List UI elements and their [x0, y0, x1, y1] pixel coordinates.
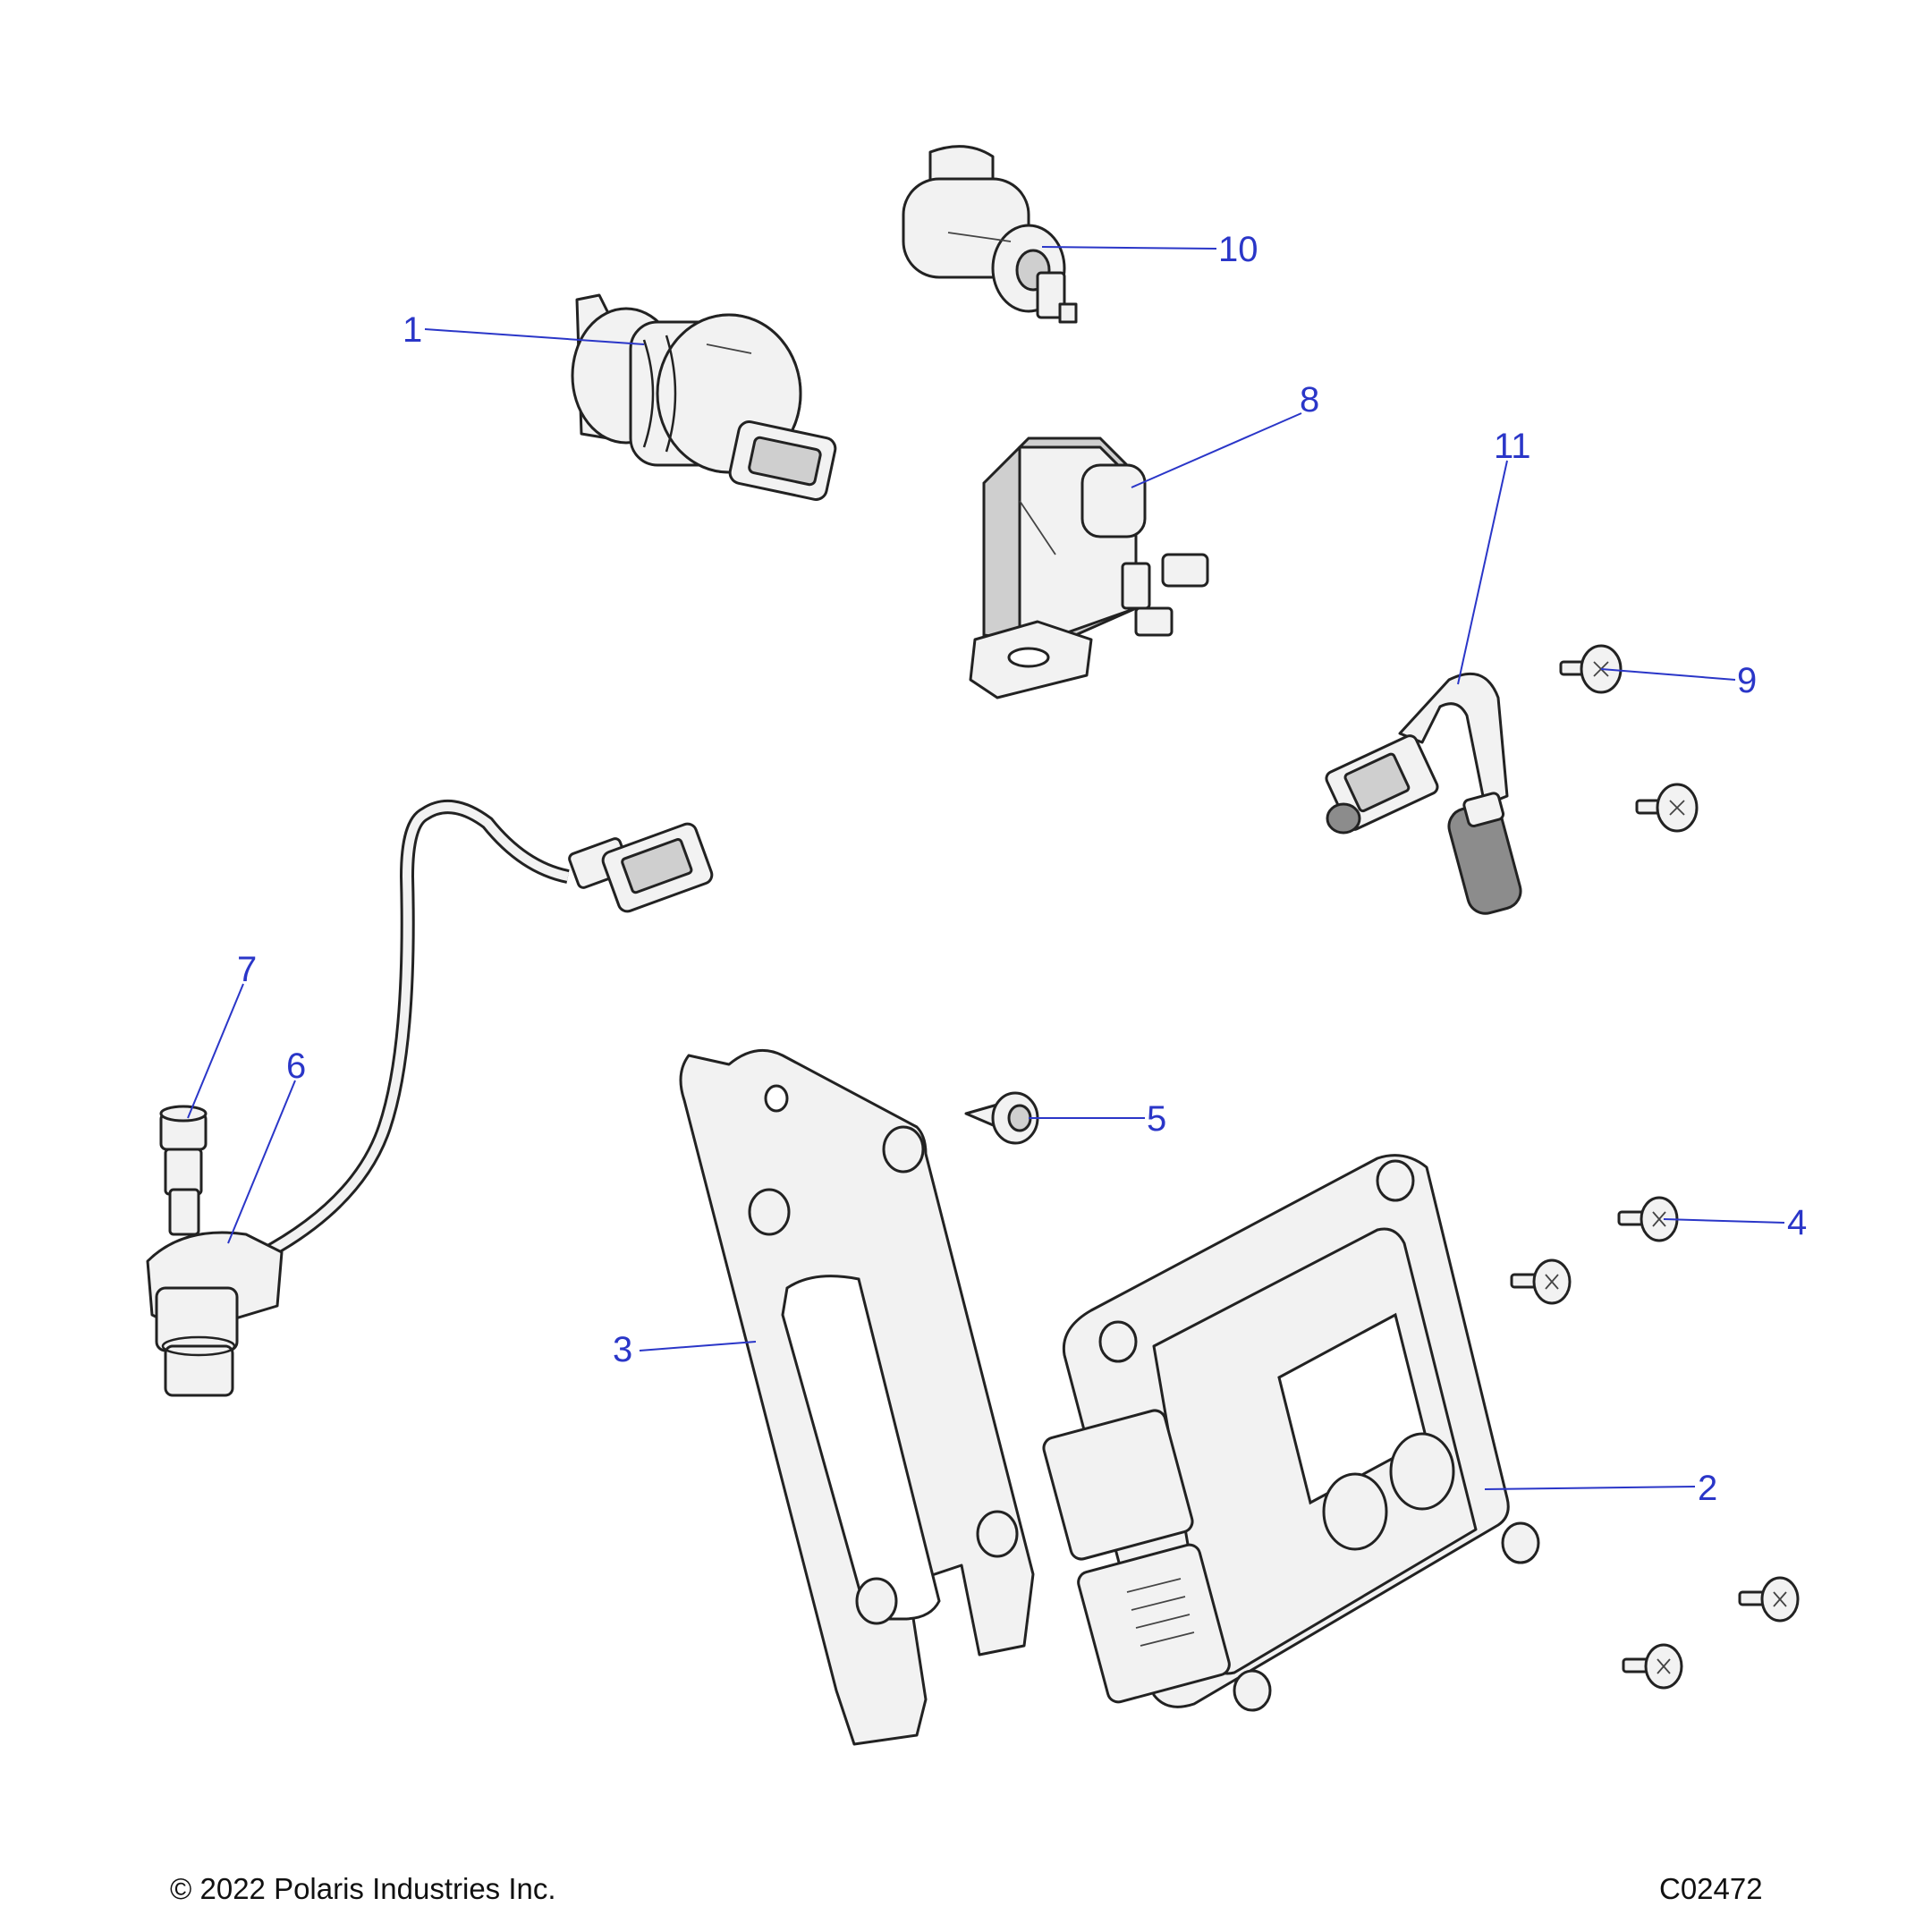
callout-9: 9 [1737, 661, 1757, 700]
part-7-bolt [159, 1105, 208, 1236]
callout-6: 6 [286, 1046, 306, 1086]
part-9-screws [1559, 644, 1699, 833]
callout-8: 8 [1300, 380, 1319, 419]
part-1-switch [571, 293, 837, 501]
leader-lines [187, 246, 1785, 1490]
copyright-text: © 2022 Polaris Industries Inc. [170, 1872, 556, 1905]
part-6-speed-sensor [146, 800, 714, 1397]
part-4-screws [1510, 1196, 1800, 1690]
callout-3: 3 [613, 1330, 632, 1369]
callout-4: 4 [1787, 1203, 1807, 1242]
callout-2: 2 [1698, 1469, 1717, 1508]
part-10-cylinder [902, 145, 1078, 324]
callout-5: 5 [1147, 1099, 1166, 1139]
part-8-relay [969, 436, 1209, 699]
part-2-ecu [1042, 1154, 1540, 1712]
callouts: 1 2 3 4 5 6 7 8 9 10 11 [237, 230, 1807, 1508]
callout-7: 7 [237, 950, 257, 989]
part-3-bracket [679, 1048, 1035, 1746]
callout-10: 10 [1218, 230, 1258, 269]
part-5-clip [964, 1091, 1039, 1145]
callout-11: 11 [1494, 427, 1531, 466]
part-11-sensor [1325, 672, 1522, 915]
figure-code: C02472 [1659, 1872, 1763, 1905]
callout-1: 1 [402, 310, 422, 350]
